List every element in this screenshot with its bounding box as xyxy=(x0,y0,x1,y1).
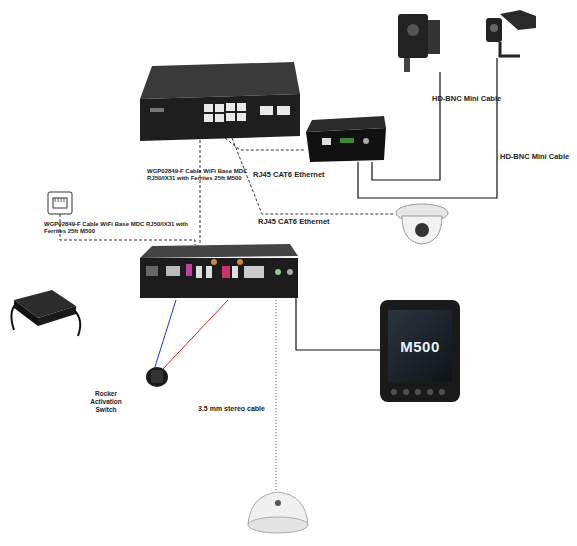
rocker-switch xyxy=(146,367,168,387)
dotted-cable xyxy=(276,300,277,490)
cable-label: 3.5 mm stereo cable xyxy=(198,405,293,413)
mobile-computer-unit xyxy=(140,244,298,298)
network-switch xyxy=(140,62,300,141)
ceiling-microphone xyxy=(248,492,308,533)
mini-camera xyxy=(398,14,440,72)
cable-label: Rocker Activation Switch xyxy=(80,390,132,413)
display-buttons xyxy=(380,300,460,402)
dome-camera xyxy=(396,204,448,244)
blue-wire xyxy=(154,300,176,370)
cable-label: RJ45 CAT6 Ethernet xyxy=(253,170,348,179)
cable-label: WGP02849-F Cable WiFi Base MDC RJ50/IX31… xyxy=(44,221,194,235)
video-adapter xyxy=(306,116,386,162)
cable-label: RJ45 CAT6 Ethernet xyxy=(258,217,353,226)
wall-jack-icon xyxy=(48,192,72,214)
screen-face: M500 xyxy=(388,310,452,382)
mini-camera xyxy=(486,10,536,56)
power-adapter xyxy=(11,290,80,336)
display-screen: M500 xyxy=(382,302,458,400)
screen-text: M500 xyxy=(400,338,440,355)
cable-label: HD-BNC Mini Cable xyxy=(500,152,577,161)
cable-label: HD-BNC Mini Cable xyxy=(432,94,514,103)
red-wire xyxy=(162,300,228,370)
